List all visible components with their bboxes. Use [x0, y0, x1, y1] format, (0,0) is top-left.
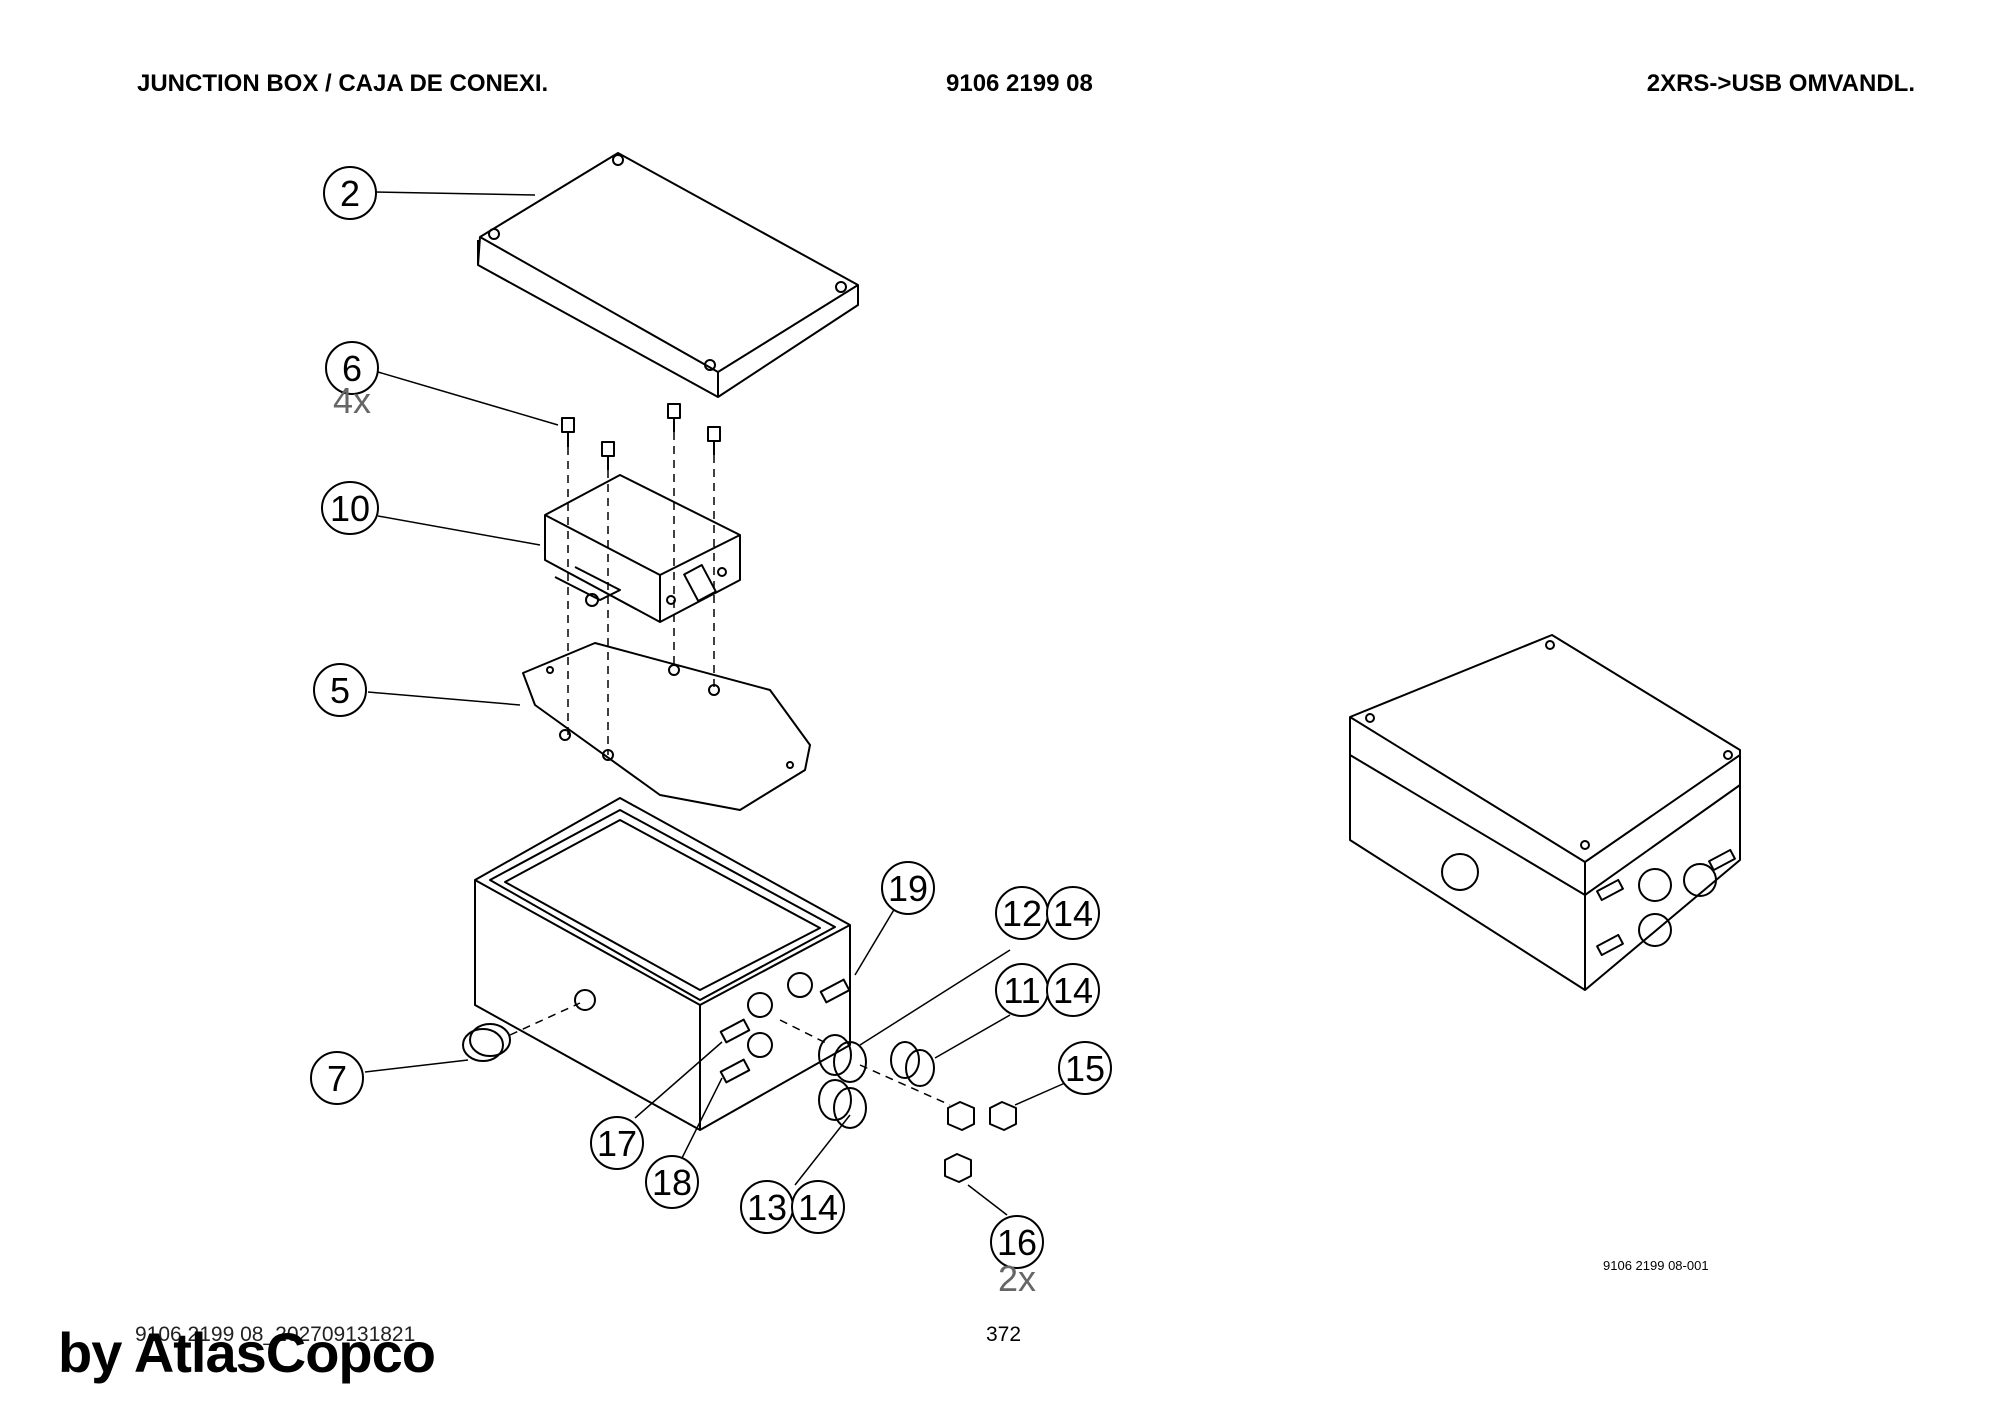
lid-part — [477, 152, 859, 398]
callout-14c — [791, 1180, 845, 1234]
callout-label: 7 — [327, 1058, 347, 1099]
header-description: 2XRS->USB OMVANDL. — [1646, 70, 1915, 97]
callout-label: 11 — [1003, 970, 1040, 1011]
callout-qty: 4x — [333, 380, 371, 421]
callout-2 — [323, 166, 377, 220]
callout-qty: 2x — [998, 1258, 1036, 1299]
converter-part — [544, 474, 741, 623]
callout-10 — [321, 481, 379, 535]
watermark: by AtlasCopco — [58, 1321, 436, 1384]
mounting-plate-part — [522, 642, 811, 811]
callout-label: 19 — [888, 868, 928, 909]
callout-label: 14 — [1053, 970, 1093, 1011]
callout-label: 12 — [1002, 893, 1042, 934]
callout-label: 13 — [747, 1187, 787, 1228]
callout-label: 14 — [798, 1187, 838, 1228]
caps-part — [944, 1101, 1017, 1183]
callout-17 — [590, 1116, 644, 1170]
callout-label: 6 — [342, 348, 362, 389]
housing-part — [474, 797, 851, 1131]
assembled-view — [1349, 634, 1741, 991]
plug-part — [462, 1002, 581, 1062]
drawing-number: 9106 2199 08-001 — [1603, 1258, 1709, 1273]
callout-14a — [1046, 886, 1100, 940]
callout-label: 17 — [597, 1123, 637, 1164]
callout-18 — [645, 1155, 699, 1209]
callout-16 — [990, 1215, 1044, 1269]
callout-label: 14 — [1053, 893, 1093, 934]
screws-part — [561, 403, 721, 755]
header-title: JUNCTION BOX / CAJA DE CONEXI. — [137, 70, 549, 97]
callout-label: 10 — [330, 488, 370, 529]
callout-label: 15 — [1065, 1048, 1105, 1089]
callout-label: 16 — [997, 1222, 1037, 1263]
callout-5 — [313, 663, 367, 717]
callout-label: 5 — [330, 670, 350, 711]
footer-doc-id: 9106 2199 08_202709131821 — [135, 1323, 416, 1346]
callout-7 — [310, 1051, 364, 1105]
footer-page-number: 372 — [986, 1323, 1022, 1346]
callout-14b — [1046, 963, 1100, 1017]
connectors-part — [779, 1019, 951, 1129]
callout-15 — [1058, 1041, 1112, 1095]
callout-6 — [325, 341, 379, 395]
callout-label: 2 — [340, 173, 360, 214]
header-part-number: 9106 2199 08 — [946, 70, 1093, 97]
callout-19 — [881, 861, 935, 915]
callout-label: 18 — [652, 1162, 692, 1203]
